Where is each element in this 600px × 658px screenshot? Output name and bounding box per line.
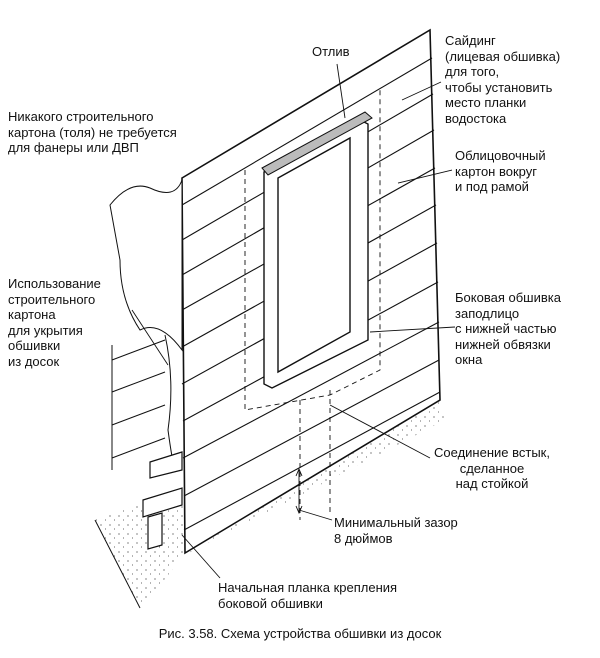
label-side-siding: Боковая обшивка заподлицо с нижней часть… [455,290,561,367]
drip-cap [261,111,373,176]
foundation-edge [94,519,141,609]
gap-dimension [295,467,303,515]
foundation-slab [95,402,445,608]
stud-lines [244,90,381,520]
label-use-cardboard: Использование строительного картона для … [8,276,101,369]
label-otliv: Отлив [312,44,350,59]
label-butt-joint: Соединение встык, сделанное над стойкой [434,445,550,491]
sill-plate [142,451,183,550]
label-starter-strip: Начальная планка крепления боковой обшив… [218,580,398,611]
sheathing-boards [111,334,176,471]
label-min-gap: Минимальный зазор 8 дюймов [334,515,458,546]
label-facing-cardboard: Облицовочный картон вокруг и под рамой [455,148,546,194]
label-no-cardboard: Никакого строительного картона (толя) не… [8,109,177,155]
label-siding: Сайдинг (лицевая обшивка) для того, чтоб… [445,33,561,126]
figure-caption: Рис. 3.58. Схема устройства обшивки из д… [158,626,442,641]
building-paper [109,179,183,352]
leader-lines [131,63,456,579]
